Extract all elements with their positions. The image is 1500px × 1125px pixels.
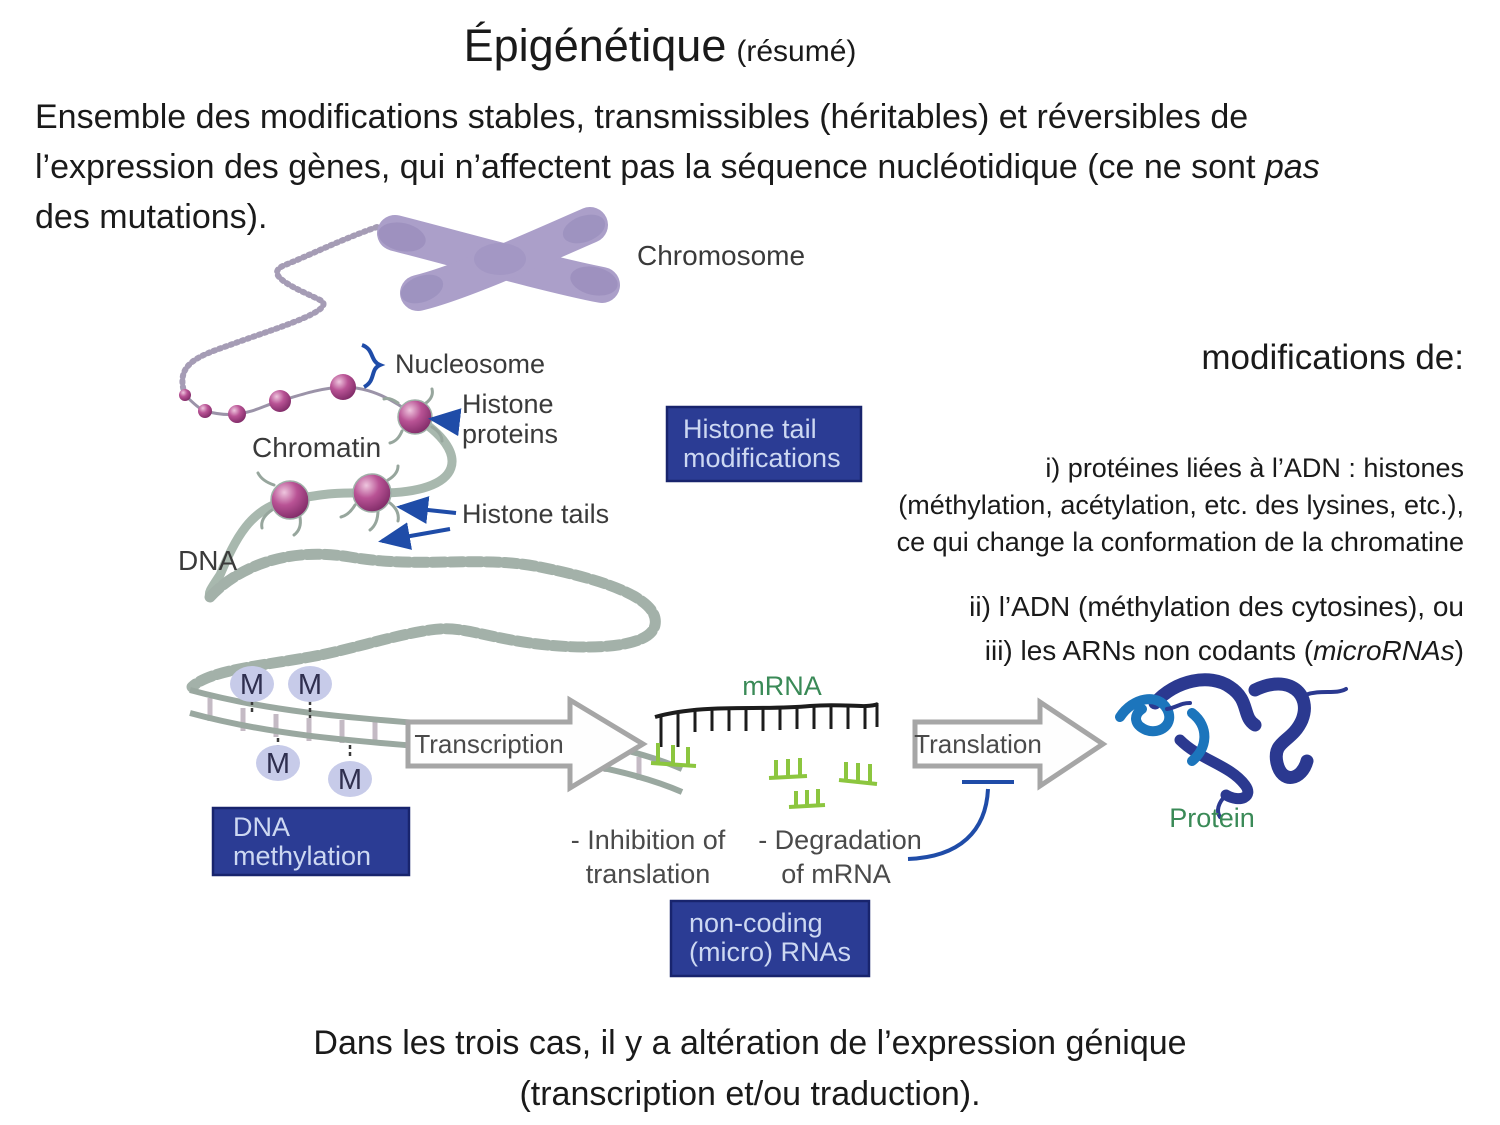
- modifications-heading: modifications de:: [1201, 338, 1464, 377]
- inhibition-connector: [907, 780, 1014, 861]
- histone-mod-box-line2: modifications: [683, 443, 841, 473]
- transcription-label: Transcription: [414, 729, 563, 759]
- note-adn: ii) l’ADN (méthylation des cytosines), o…: [969, 591, 1464, 622]
- ncrna-box: non-coding (micro) RNAs: [669, 899, 871, 978]
- epigenetics-diagram: M M M M Histone tail modifications DNA m…: [178, 207, 1348, 978]
- chromosome-illustration: [179, 207, 620, 398]
- methyl-m-label: M: [240, 669, 264, 701]
- footer-line1: Dans les trois cas, il y a altération de…: [313, 1024, 1187, 1062]
- note-histones-line1: i) protéines liées à l’ADN : histones: [1045, 453, 1464, 483]
- inhibition-note-line1: - Inhibition of: [571, 825, 726, 855]
- nucleosome-brace: [361, 343, 386, 389]
- methyl-m-label: M: [338, 764, 362, 796]
- degradation-note-line1: - Degradation: [758, 825, 922, 855]
- mirna-effect-notes: - Inhibition of translation - Degradatio…: [571, 825, 922, 889]
- note-histones-line3: ce qui change la conformation de la chro…: [896, 527, 1464, 557]
- protein-illustration: Protein: [1115, 673, 1348, 833]
- methyl-m-label: M: [298, 669, 322, 701]
- translation-label: Translation: [914, 729, 1042, 759]
- microrna-combs: [650, 743, 878, 809]
- mrna-illustration: mRNA: [654, 671, 879, 747]
- intro-line3: des mutations).: [35, 198, 268, 236]
- histone-mod-box-line1: Histone tail: [683, 414, 817, 444]
- dna-methylation-box-line2: methylation: [233, 841, 371, 871]
- note-arn-paren: ): [1454, 635, 1464, 666]
- histone-tails-label: Histone tails: [462, 499, 609, 529]
- title-sub: (résumé): [736, 35, 857, 68]
- intro-line2-italic: pas: [1264, 148, 1320, 186]
- ncrna-box-line1: non-coding: [689, 908, 823, 938]
- chromosome-label: Chromosome: [637, 240, 805, 271]
- note-arn-text: iii) les ARNs non codants (: [984, 635, 1314, 666]
- footer-line2: (transcription et/ou traduction).: [519, 1075, 981, 1113]
- dna-methylation-box: DNA methylation: [211, 806, 411, 877]
- ncrna-box-line2: (micro) RNAs: [689, 937, 851, 967]
- histone-tails-arrow-1: [396, 496, 457, 524]
- mrna-label: mRNA: [742, 671, 822, 701]
- intro-line1: Ensemble des modifications stables, tran…: [35, 98, 1249, 136]
- transcription-arrow: Transcription: [405, 695, 648, 793]
- structure-labels: Chromosome Nucleosome Histone proteins C…: [178, 240, 805, 576]
- nucleosome-label: Nucleosome: [395, 349, 545, 379]
- histone-tails-arrow-2: [378, 522, 451, 550]
- degradation-note-line2: of mRNA: [781, 859, 891, 889]
- dna-methylation-box-line1: DNA: [233, 812, 290, 842]
- histone-mod-box: Histone tail modifications: [665, 405, 863, 483]
- title-main: Épigénétique: [463, 20, 727, 71]
- histone-proteins-label-line2: proteins: [462, 419, 558, 449]
- intro-line2: l’expression des gènes, qui n’affectent …: [35, 148, 1265, 186]
- intro-paragraph: Ensemble des modifications stables, tran…: [35, 92, 1320, 242]
- translation-arrow: Translation: [912, 697, 1108, 791]
- page-title: Épigénétique (résumé): [0, 20, 1320, 72]
- inhibition-note-line2: translation: [586, 859, 711, 889]
- methyl-markers: M M M M: [230, 666, 372, 797]
- dna-label: DNA: [178, 545, 237, 576]
- histone-proteins-label-line1: Histone: [462, 389, 554, 419]
- note-arn-italic: microRNAs: [1313, 635, 1455, 666]
- histone-proteins-arrow: [428, 408, 462, 437]
- chromatin-label: Chromatin: [252, 432, 381, 463]
- note-histones-line2: (méthylation, acétylation, etc. des lysi…: [898, 490, 1464, 520]
- footer-text: Dans les trois cas, il y a altération de…: [0, 1018, 1500, 1120]
- note-arn: iii) les ARNs non codants (microRNAs): [897, 629, 1464, 673]
- note-histones: i) protéines liées à l’ADN : histones (m…: [897, 450, 1464, 561]
- dna-helix: [186, 548, 661, 693]
- protein-label: Protein: [1169, 803, 1255, 833]
- methyl-m-label: M: [266, 748, 290, 780]
- modifications-notes: modifications de: i) protéines liées à l…: [897, 338, 1464, 673]
